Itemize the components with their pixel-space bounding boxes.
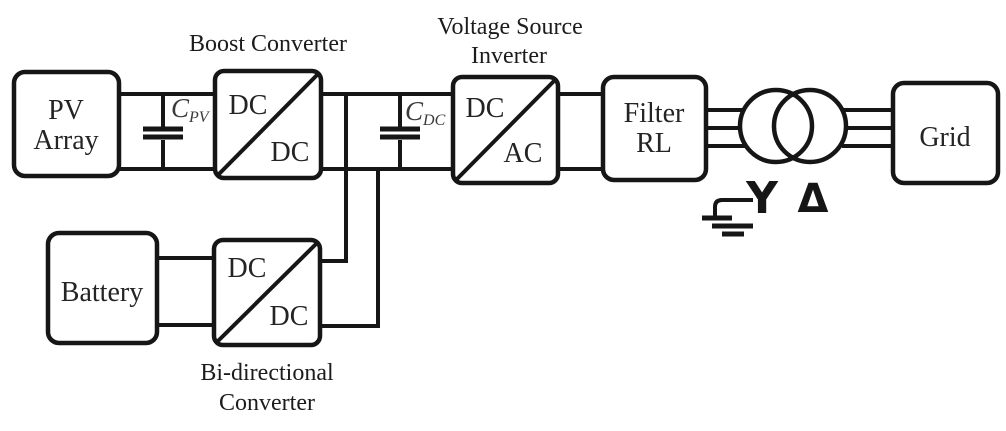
cap-dc-label: CDC xyxy=(405,96,446,129)
vsi-diagonal xyxy=(455,79,556,181)
grid-label: Grid xyxy=(919,122,970,153)
grid-box xyxy=(890,80,1001,186)
ground-symbol xyxy=(702,198,753,237)
filter-block: Filter RL xyxy=(600,74,709,183)
boost-converter-input-label: DC xyxy=(229,90,268,121)
filter-label-line2: RL xyxy=(636,128,672,159)
bidirectional-converter-input-label: DC xyxy=(228,253,267,284)
battery-label: Battery xyxy=(61,277,143,308)
delta-symbol: Δ xyxy=(798,176,829,222)
grid-block: Grid xyxy=(890,80,1001,186)
bidirectional-converter-title-line2: Converter xyxy=(219,390,315,416)
vsi-title-line2: Inverter xyxy=(471,43,547,69)
transformer-primary-coil xyxy=(737,87,815,165)
transformer: Y Δ xyxy=(702,87,849,237)
cap-pv-label: CPV xyxy=(171,93,211,126)
wires xyxy=(119,92,895,328)
boost-converter-block: Boost Converter DC DC xyxy=(189,31,347,181)
bidirectional-converter-block: DC DC Bi-directional Converter xyxy=(200,237,334,416)
boost-converter-diagonal xyxy=(217,73,319,176)
bidirectional-converter-title-line1: Bi-directional xyxy=(200,360,334,386)
vsi-title-line1: Voltage Source xyxy=(437,14,583,40)
ground-wire xyxy=(713,198,753,216)
bidirectional-converter-diagonal xyxy=(216,242,318,343)
pv-array-block: PV Array xyxy=(11,69,122,179)
pv-array-label-line2: Array xyxy=(33,125,98,156)
wire-bidir-negative-riser xyxy=(318,169,380,328)
bidirectional-converter-output-label: DC xyxy=(270,301,309,332)
vsi-block: Voltage Source Inverter DC AC xyxy=(437,14,583,186)
filter-box xyxy=(600,74,709,183)
pv-array-label-line1: PV xyxy=(48,95,84,126)
battery-block: Battery xyxy=(45,230,160,346)
battery-box xyxy=(45,230,160,346)
vsi-input-label: DC xyxy=(466,93,505,124)
vsi-output-label: AC xyxy=(504,138,543,169)
boost-converter-output-label: DC xyxy=(271,137,310,168)
wire-bidir-positive-riser xyxy=(318,94,348,263)
pv-array-box xyxy=(11,69,122,179)
filter-label-line1: Filter xyxy=(624,98,685,129)
transformer-secondary-coil xyxy=(771,87,849,165)
boost-converter-title: Boost Converter xyxy=(189,31,347,57)
